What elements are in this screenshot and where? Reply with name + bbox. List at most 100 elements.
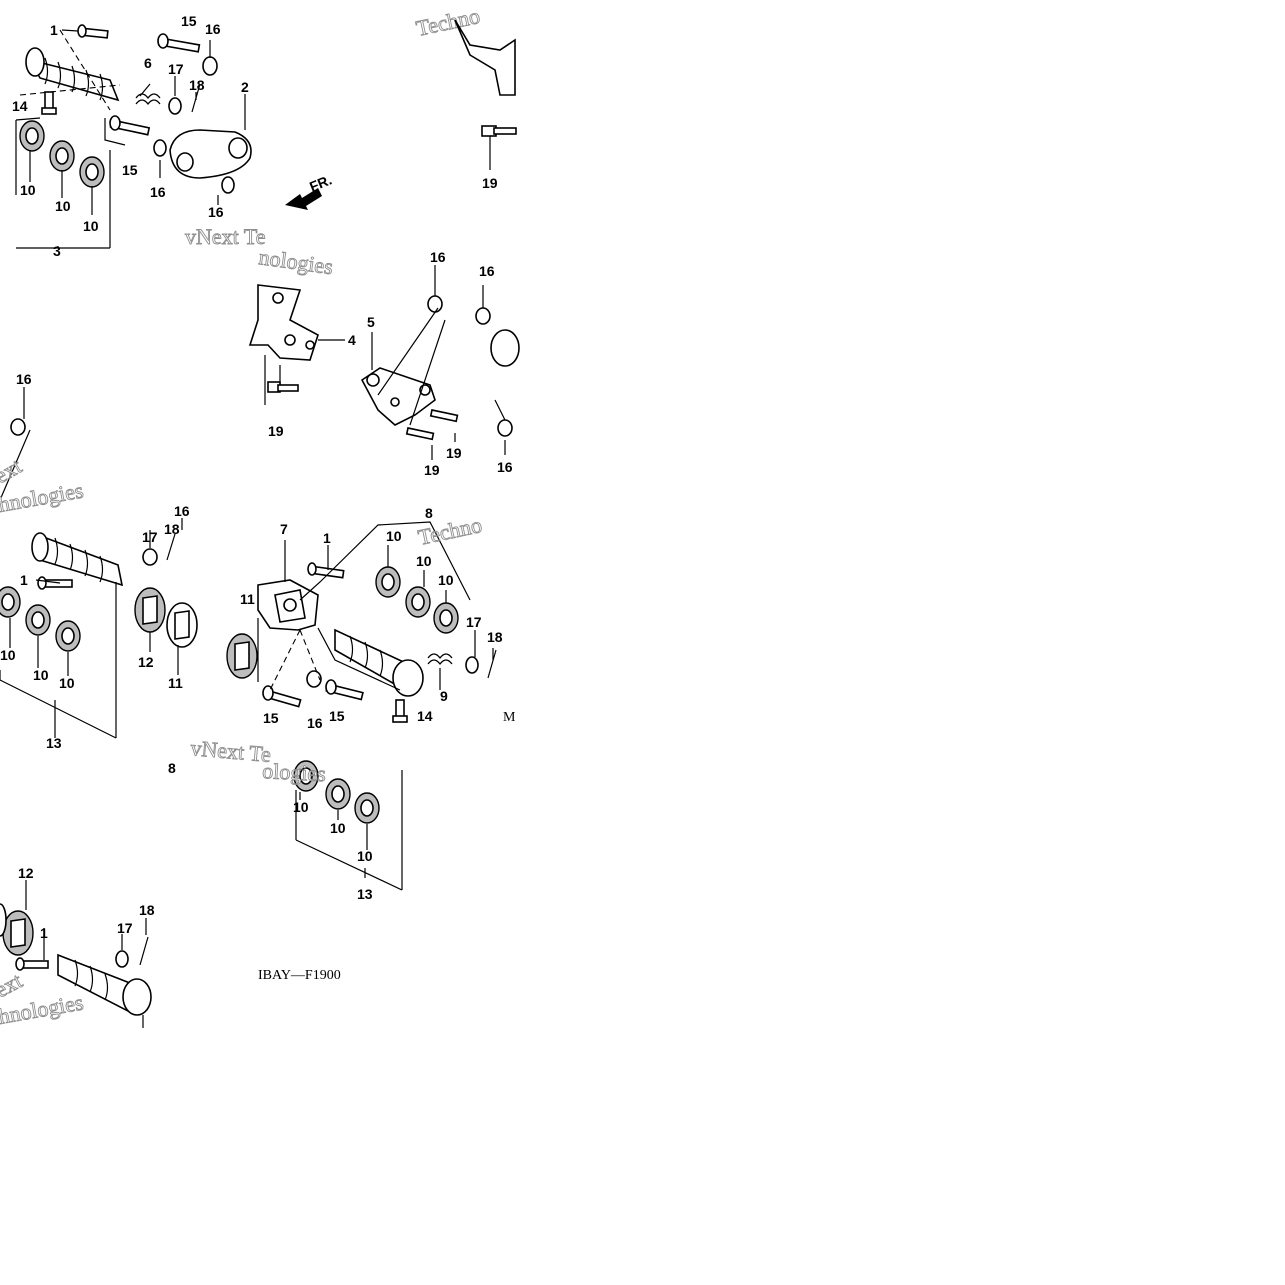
bracket-7-part: [257, 579, 319, 631]
callout-17d: 17: [117, 920, 133, 936]
spring-part: [135, 93, 161, 105]
callout-10c: 10: [83, 218, 99, 234]
callout-19d: 19: [424, 462, 440, 478]
washer-17-part: [142, 548, 158, 566]
figure-code-fragment: M: [503, 710, 516, 725]
bolt-19c-part: [405, 409, 459, 441]
bolt-1c-part: [307, 562, 345, 579]
callout-13b: 13: [357, 886, 373, 902]
callout-14: 14: [12, 98, 28, 114]
collar-set-13b-part: [293, 760, 380, 824]
callout-1d: 1: [40, 925, 48, 941]
callout-10d: 10: [0, 647, 16, 663]
bolt-14-part: [41, 91, 57, 115]
callout-10i: 10: [438, 572, 454, 588]
washer-part: [490, 329, 520, 367]
callout-19: 19: [482, 175, 498, 191]
tile-bottom-left: 12 17 18 1 ext hnologies: [0, 865, 155, 1029]
bolt-15d-part: [325, 679, 364, 701]
tile-top-left: FR. 1 15 16 6 17 18 2 14 15 16 16 10 10 …: [12, 3, 483, 280]
tile-top-right: 19: [454, 19, 517, 191]
watermark: Techno: [414, 3, 482, 41]
bolt-14b-part: [392, 699, 408, 723]
bracket-4-part: [248, 284, 319, 361]
washer-17-part: [115, 950, 129, 968]
spring-part: [427, 653, 453, 665]
callout-15: 15: [181, 13, 197, 29]
tile-left-middle: 16 ext hnologies: [0, 371, 86, 517]
collar-set-3-part: [19, 120, 105, 188]
callout-12b: 12: [18, 865, 34, 881]
bolt-15b-part: [109, 115, 151, 136]
callout-10g: 10: [386, 528, 402, 544]
bracket-2-part: [169, 129, 252, 179]
plate-12-part: [134, 587, 166, 633]
front-direction-arrow: FR.: [285, 171, 334, 210]
callout-4: 4: [348, 332, 356, 348]
callout-8b: 8: [425, 505, 433, 521]
pin-18-part: [166, 533, 176, 561]
bolt-1-part: [37, 576, 73, 590]
bolt-15c-part: [262, 685, 302, 708]
figure-code: IBAY—F1900: [258, 968, 341, 983]
callout-16i: 16: [174, 503, 190, 519]
step-bar-9-part: [334, 628, 424, 697]
callout-6: 6: [144, 55, 152, 71]
callout-2: 2: [241, 79, 249, 95]
callout-18: 18: [189, 77, 205, 93]
watermark: vNext Te: [185, 224, 266, 249]
step-bar-part: [31, 532, 124, 587]
callout-16j: 16: [307, 715, 323, 731]
tile-middle: 4 19 5 16 16 19 19 16 16: [248, 249, 520, 478]
callout-12: 12: [138, 654, 154, 670]
watermark: ext: [0, 453, 26, 488]
washer-16-part: [202, 56, 218, 76]
plate-11b-part: [226, 633, 258, 679]
callout-10e: 10: [33, 667, 49, 683]
tile-lower-right: 7 1 10 10 10 11 17 18 9 15 16 15 14 8 M …: [226, 505, 516, 731]
callout-16b: 16: [150, 184, 166, 200]
washer-part: [10, 418, 26, 436]
step-bar-part: [25, 47, 120, 102]
bracket-5-part: [360, 367, 436, 426]
tile-lower-left: 16 17 18 1 10 10 10 12 11 13 8 vNext Te: [0, 503, 272, 776]
washer-16b-part: [153, 139, 167, 157]
callout-14b: 14: [417, 708, 433, 724]
callout-16c: 16: [208, 204, 224, 220]
plate-11-part: [166, 602, 198, 648]
callout-16: 16: [205, 21, 221, 37]
callout-15f: 15: [329, 708, 345, 724]
washer-16-part: [306, 670, 322, 688]
callout-10j: 10: [293, 799, 309, 815]
pin-18-part: [139, 936, 149, 966]
callout-16h: 16: [16, 371, 32, 387]
callout-10f: 10: [59, 675, 75, 691]
front-arrow-label: FR.: [307, 171, 334, 194]
callout-17c: 17: [466, 614, 482, 630]
washer-17-part: [168, 97, 182, 115]
bolt-1-part: [77, 24, 109, 39]
washer-17-part: [465, 656, 479, 674]
bolt-19b-part: [267, 381, 299, 393]
washer-part: [475, 307, 491, 325]
callout-7: 7: [280, 521, 288, 537]
tile-gap: [258, 0, 448, 8]
callout-3: 3: [53, 243, 61, 259]
callout-1b: 1: [20, 572, 28, 588]
watermark: nologies: [257, 244, 334, 279]
callout-10l: 10: [357, 848, 373, 864]
callout-19b: 19: [268, 423, 284, 439]
bolt-15-part: [157, 33, 201, 53]
callout-1c: 1: [323, 530, 331, 546]
washer-part: [497, 419, 513, 437]
watermark: vNext Te: [190, 735, 272, 767]
callout-16f: 16: [497, 459, 513, 475]
callout-18d: 18: [139, 902, 155, 918]
callout-1: 1: [50, 22, 58, 38]
callout-11: 11: [168, 675, 183, 691]
callout-10h: 10: [416, 553, 432, 569]
step-bar-part: [57, 953, 152, 1016]
callout-8: 8: [168, 760, 176, 776]
pin-18-part: [487, 649, 497, 679]
